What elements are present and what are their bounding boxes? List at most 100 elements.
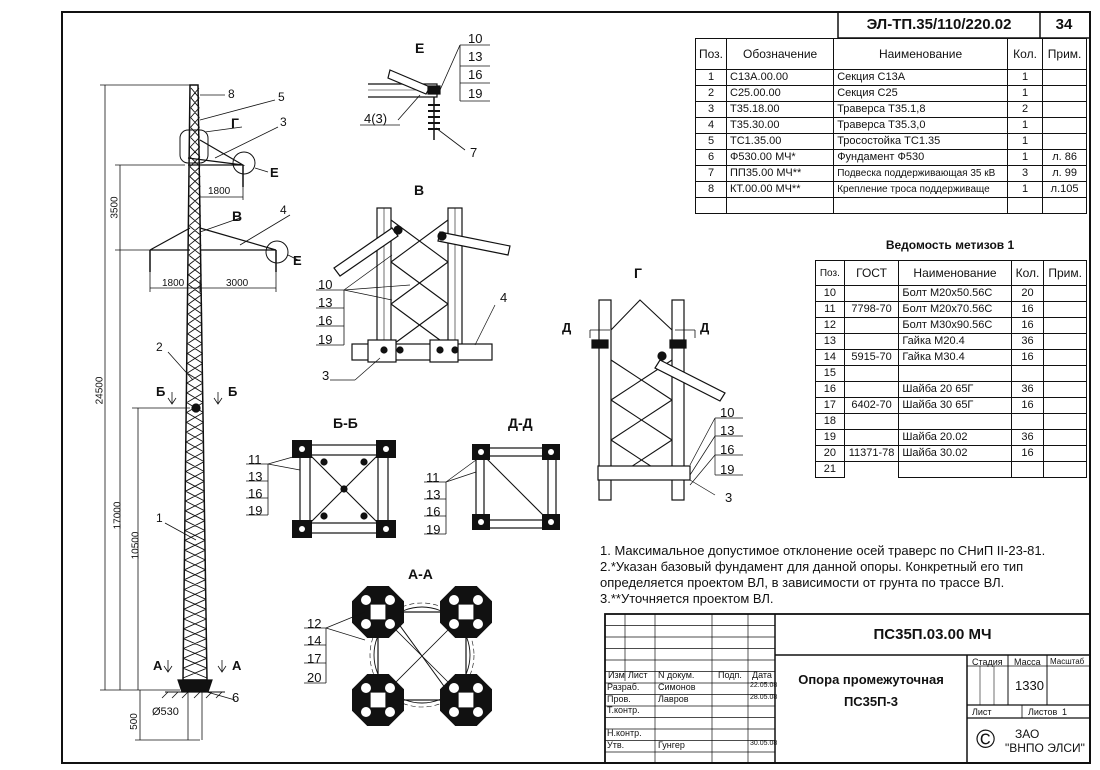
detail-v-label: 4 xyxy=(500,290,508,305)
section-dd-title: Д-Д xyxy=(508,415,533,431)
section-mark-d-left: Д xyxy=(562,320,572,335)
hw-cell-gost: 5915-70 xyxy=(843,349,900,366)
spec-header-qty: Кол. xyxy=(1006,38,1044,70)
callout-e1: Е xyxy=(270,165,279,180)
detail-v-title: В xyxy=(414,182,425,198)
detail-g-label: 10 xyxy=(720,405,735,420)
tb-col-doc: N докум. xyxy=(658,670,695,680)
hw-header-name: Наименование xyxy=(898,260,1012,286)
detail-v-label: 10 xyxy=(318,277,333,292)
section-mark-a-left: А xyxy=(153,658,163,673)
spec-cell-note: л. 86 xyxy=(1042,149,1087,166)
spec-row-empty xyxy=(695,197,1087,214)
callout-v: В xyxy=(232,208,243,224)
tower-elevation xyxy=(149,84,289,740)
callout-4: 4 xyxy=(280,203,287,217)
hw-header-pos: Поз. xyxy=(815,260,845,286)
callout-6: 6 xyxy=(232,690,240,705)
tower-dim-right-arm: 3000 xyxy=(226,278,249,289)
section-mark-b-right: Б xyxy=(228,384,238,399)
tb-date: 30.05.08 xyxy=(750,739,778,747)
tb-name: Гунгер xyxy=(658,739,685,750)
detail-v xyxy=(316,207,511,381)
notes-block: 1. Максимальное допустимое отклонение ос… xyxy=(600,543,1090,607)
tower-dim-foundation: Ø530 xyxy=(152,706,179,718)
callout-g: Г xyxy=(231,115,239,131)
tb-stage-label: Стадия xyxy=(972,657,1003,667)
section-aa-label: 20 xyxy=(307,670,322,685)
tb-scale-label: Масштаб xyxy=(1050,657,1085,666)
detail-g-title: Г xyxy=(634,265,642,281)
detail-v-label: 13 xyxy=(318,295,333,310)
tb-sheets-value: 1 xyxy=(1062,707,1068,717)
note-line: 3.**Уточняется проектом ВЛ. xyxy=(600,591,774,606)
hw-cell-qty: 36 xyxy=(1010,333,1045,350)
tb-mass-value: 1330 xyxy=(1015,678,1044,693)
section-bb-label: 11 xyxy=(248,452,262,467)
note-line: 2.*Указан базовый фундамент для данной о… xyxy=(600,559,1024,574)
tb-col-sign: Подп. xyxy=(718,670,742,680)
section-b-b xyxy=(246,440,396,538)
tb-name: Симонов xyxy=(658,682,696,692)
tb-title-line2: ПС35П-3 xyxy=(843,694,899,709)
hw-cell-name: Болт М20х50.56С xyxy=(898,285,1012,302)
section-aa-label: 12 xyxy=(307,616,322,631)
detail-v-label: 16 xyxy=(318,313,333,328)
section-bb-label: 13 xyxy=(248,469,263,484)
hw-row: 15 xyxy=(815,365,1087,382)
tb-org-line2: "ВНПО ЭЛСИ" xyxy=(1005,741,1085,755)
hw-cell-name xyxy=(898,461,1012,478)
copyright-icon: © xyxy=(976,724,996,754)
section-bb-title: Б-Б xyxy=(333,415,358,431)
detail-g-label: 19 xyxy=(720,462,735,477)
sheet-number: 34 xyxy=(1055,16,1073,33)
detail-e-label: 19 xyxy=(468,86,483,101)
hw-cell-name: Шайба 30 65Г xyxy=(898,397,1012,414)
tb-col-izm: Изм xyxy=(608,670,625,680)
spec-header-note: Прим. xyxy=(1042,38,1087,70)
section-aa-title: А-А xyxy=(408,566,433,582)
spec-cell-name: Траверса Т35.1,8 xyxy=(833,101,1008,118)
tower-dim-upper-arm: 1800 xyxy=(208,186,231,197)
tb-role: Утв. xyxy=(607,739,625,750)
detail-e-label: 13 xyxy=(468,49,483,64)
spec-cell-name: Секция С13А xyxy=(833,69,1008,86)
spec-header-designation: Обозначение xyxy=(725,38,835,70)
tb-title-line1: Опора промежуточная xyxy=(798,672,944,687)
detail-e xyxy=(360,44,490,151)
spec-cell-name: Траверса Т35.3,0 xyxy=(833,117,1008,134)
hw-cell-qty: 16 xyxy=(1010,317,1045,334)
detail-g xyxy=(589,299,743,501)
hw-cell-pos: 16 xyxy=(815,381,845,398)
spec-cell-des: Т35.18.00 xyxy=(725,101,835,118)
tb-role: Разраб. xyxy=(607,682,640,692)
tb-sheet-label: Лист xyxy=(972,707,992,717)
tb-role: Н.контр. xyxy=(607,728,642,738)
spec-cell-note: л. 99 xyxy=(1042,165,1087,182)
hw-cell-pos: 21 xyxy=(815,461,845,478)
section-aa-label: 17 xyxy=(307,651,322,666)
section-d-d xyxy=(424,444,560,535)
section-dd-label: 11 xyxy=(426,470,440,485)
detail-g-label: 13 xyxy=(720,423,735,438)
hw-row: 21 xyxy=(815,461,1087,478)
callout-3: 3 xyxy=(280,115,287,129)
spec-cell-des: ПП35.00 МЧ** xyxy=(725,165,835,182)
hw-header-note: Прим. xyxy=(1043,260,1087,286)
tb-role: Пров. xyxy=(607,693,631,704)
specification-table: Поз. Обозначение Наименование Кол. Прим.… xyxy=(695,38,1087,214)
